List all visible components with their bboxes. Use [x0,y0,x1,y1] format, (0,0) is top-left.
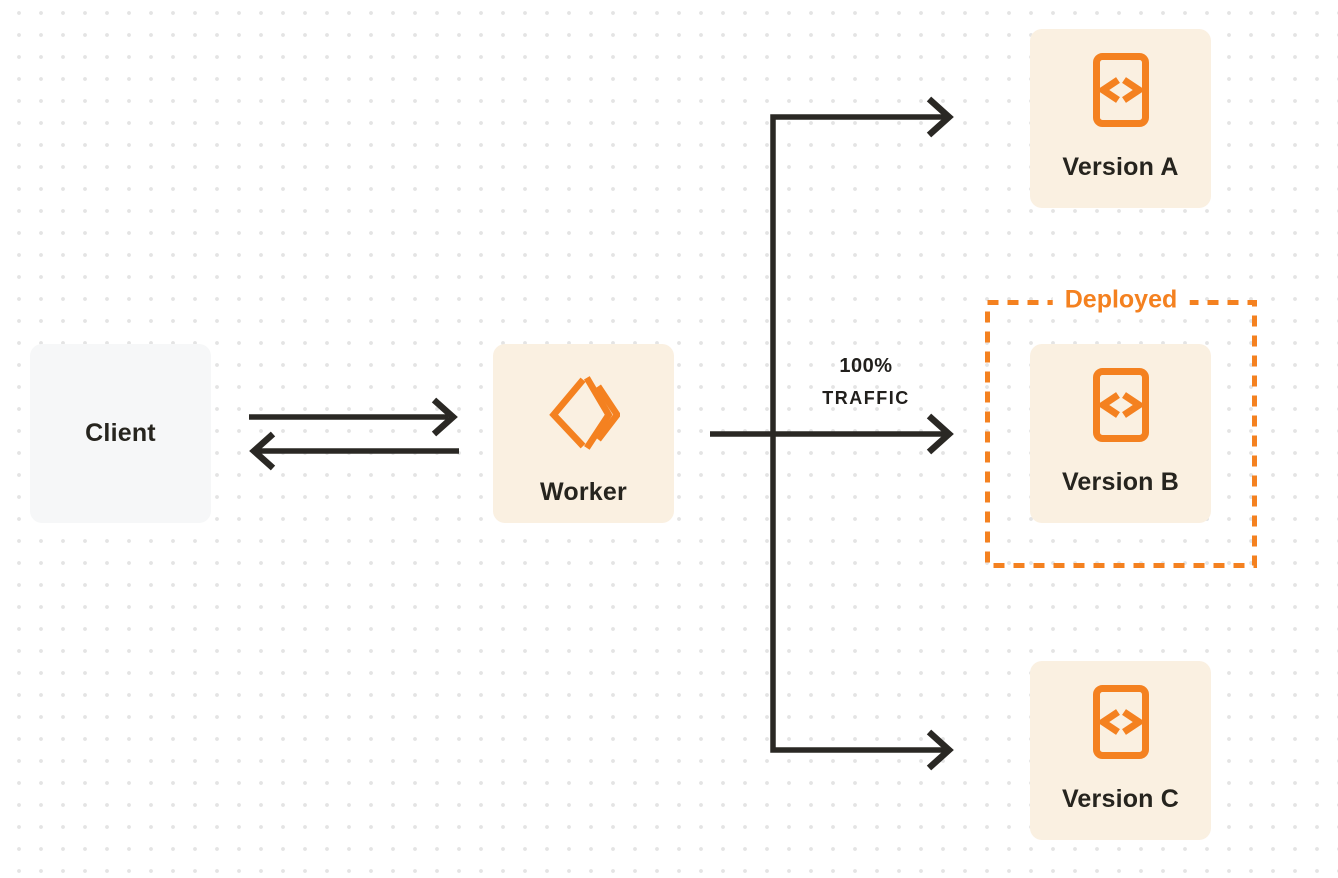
arrowhead-left-icon [249,431,276,471]
deployed-label: Deployed [1052,285,1190,315]
traffic-annotation: 100% TRAFFIC [790,350,942,414]
node-version-a: Version A [1030,29,1211,208]
arrowhead-version-b-icon [926,413,954,455]
arrowhead-right-icon [431,397,458,437]
version-c-label: Version C [1061,785,1180,813]
client-label: Client [85,419,156,447]
arrowhead-version-c-icon [926,729,954,771]
version-b-label: Version B [1061,468,1180,496]
cloudflare-workers-logo-icon [548,376,620,450]
deployed-boundary: Deployed [985,285,1257,568]
deployed-dashed-border [985,300,1257,568]
node-version-c: Version C [1030,661,1211,840]
node-worker: Worker [493,344,674,523]
code-file-icon [1092,685,1149,759]
code-file-icon [1092,368,1149,442]
version-a-label: Version A [1062,153,1179,181]
node-version-b: Version B [1030,344,1211,523]
traffic-percent-text: 100% [839,355,893,377]
code-file-icon [1092,53,1149,127]
node-client: Client [30,344,211,523]
worker-label: Worker [540,478,627,506]
traffic-word-text: TRAFFIC [822,388,910,408]
arrowhead-version-a-icon [926,96,954,138]
